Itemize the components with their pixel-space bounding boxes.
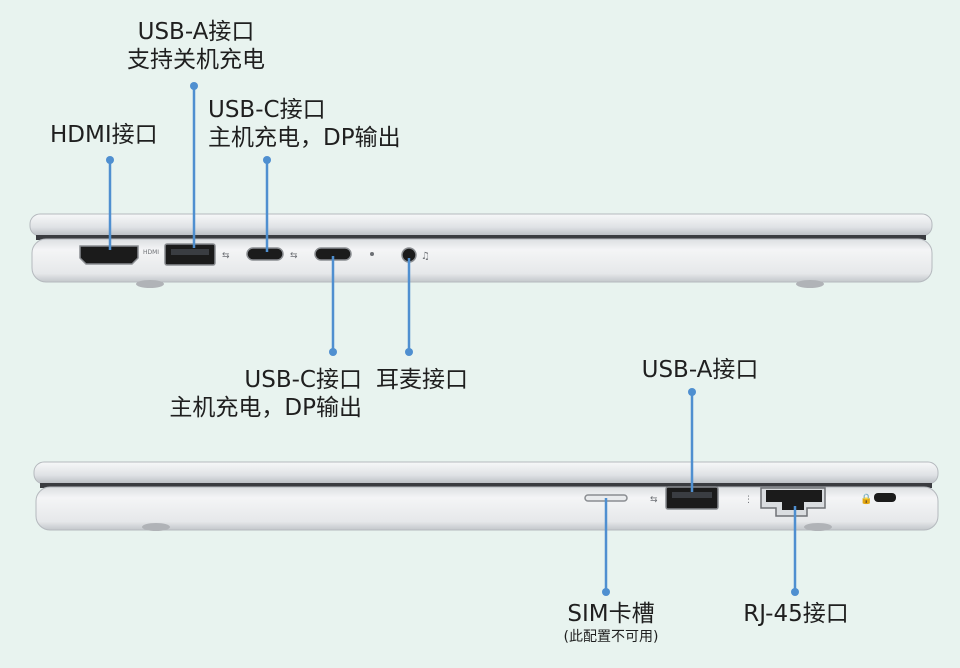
usb-a-left-label-line1: USB-A接口 (137, 19, 255, 45)
usb-c-bottom-label-line1: USB-C接口 (244, 367, 362, 393)
audio-label: 耳麦接口 (376, 367, 468, 393)
usb-c-bottom-label: USB-C接口 主机充电，DP输出 (169, 366, 362, 422)
foot-left (142, 523, 170, 531)
pointer-lines (106, 82, 799, 596)
sim-label-note: (此配置不可用) (563, 629, 659, 645)
usb-c-top-label: USB-C接口 主机充电，DP输出 (208, 96, 401, 152)
network-icon: ⋮ (744, 495, 753, 505)
status-led (370, 252, 374, 256)
rj45-label: RJ-45接口 (743, 601, 849, 627)
usb-symbol-icon: ⇆ (290, 251, 298, 261)
lid-top (29, 213, 933, 237)
usb-symbol-icon: ⇆ (222, 251, 230, 261)
foot-right (796, 280, 824, 288)
usb-c-top-label-line1: USB-C接口 (208, 97, 326, 123)
hdmi-port[interactable] (79, 245, 139, 265)
usb-a-right-label: USB-A接口 (641, 357, 759, 383)
usb-c-top-label-line2: 主机充电，DP输出 (208, 125, 401, 151)
laptop-left-side: HDMI ⇆ ⇆ ♫ (29, 213, 933, 288)
lock-icon: 🔒 (860, 493, 872, 505)
headset-icon: ♫ (421, 251, 430, 262)
laptop-right-side: ⇆ ⋮ 🔒 (33, 461, 939, 531)
usb-c-bottom-label-line2: 主机充电，DP输出 (169, 395, 362, 421)
hinge-gap (40, 483, 932, 488)
usb-a-left-label-line2: 支持关机充电 (127, 47, 265, 73)
foot-right (804, 523, 832, 531)
usb-symbol-icon: ⇆ (650, 495, 658, 505)
lid-top (33, 461, 939, 485)
hdmi-logo-icon: HDMI (143, 249, 159, 256)
foot-left (136, 280, 164, 288)
hdmi-label: HDMI接口 (50, 122, 158, 148)
usb-a-left-label: USB-A接口 支持关机充电 (127, 18, 265, 74)
sim-label-main: SIM卡槽 (567, 601, 655, 627)
usb-c-port-1[interactable] (246, 247, 284, 261)
sim-label: SIM卡槽 (此配置不可用) (564, 600, 659, 646)
rj45-port[interactable] (760, 487, 826, 517)
hinge-gap (36, 235, 926, 240)
lock-slot[interactable] (874, 493, 896, 502)
